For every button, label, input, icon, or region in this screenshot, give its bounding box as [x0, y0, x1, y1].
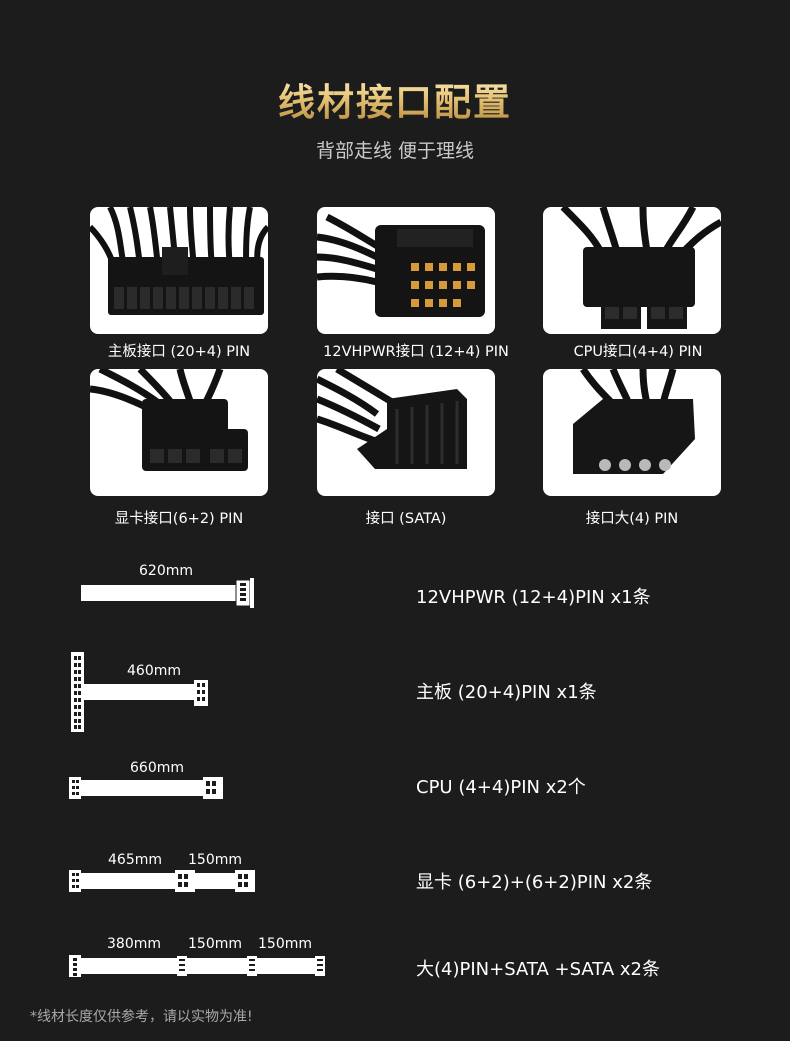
- connector-photo-sata: [317, 369, 495, 496]
- cable-length-label: 150mm: [258, 936, 312, 952]
- cable-length-label: 660mm: [130, 760, 184, 776]
- cable-length-label: 380mm: [107, 936, 161, 952]
- footnote: *线材长度仅供参考，请以实物为准!: [30, 1009, 253, 1025]
- connector-caption: 显卡接口(6+2) PIN: [114, 511, 244, 527]
- cable-length-label: 150mm: [188, 936, 242, 952]
- cable-diagram-molex-sata: [69, 955, 325, 977]
- cable-diagram-cpu: [69, 777, 223, 799]
- connector-photo-cpu: [543, 207, 721, 334]
- cable-description: CPU (4+4)PIN x2个: [416, 777, 586, 798]
- cable-diagram-gpu: [69, 870, 255, 892]
- connector-photo-12vhpwr: [317, 207, 495, 334]
- cable-description: 12VHPWR (12+4)PIN x1条: [416, 587, 651, 608]
- connector-photo-motherboard: [90, 207, 268, 334]
- connector-caption: 接口大(4) PIN: [585, 511, 679, 527]
- connector-caption: 接口 (SATA): [365, 511, 447, 527]
- cable-description: 显卡 (6+2)+(6+2)PIN x2条: [416, 872, 653, 893]
- cable-diagram-motherboard: [71, 652, 208, 732]
- connector-caption: 主板接口 (20+4) PIN: [107, 344, 251, 360]
- page-subtitle: 背部走线 便于理线: [315, 140, 475, 162]
- cable-description: 大(4)PIN+SATA +SATA x2条: [416, 959, 661, 980]
- connector-caption: 12VHPWR接口 (12+4) PIN: [323, 344, 509, 360]
- connector-caption: CPU接口(4+4) PIN: [573, 344, 703, 360]
- cable-length-label: 620mm: [139, 563, 193, 579]
- page-title: 线材接口配置: [0, 72, 790, 126]
- cable-length-label: 465mm: [108, 852, 162, 868]
- cable-diagram-12vhpwr: [81, 578, 254, 608]
- connector-photo-molex: [543, 369, 721, 496]
- connector-photo-gpu: [90, 369, 268, 496]
- cable-length-label: 150mm: [188, 852, 242, 868]
- cable-length-label: 460mm: [127, 663, 181, 679]
- cable-description: 主板 (20+4)PIN x1条: [416, 682, 597, 703]
